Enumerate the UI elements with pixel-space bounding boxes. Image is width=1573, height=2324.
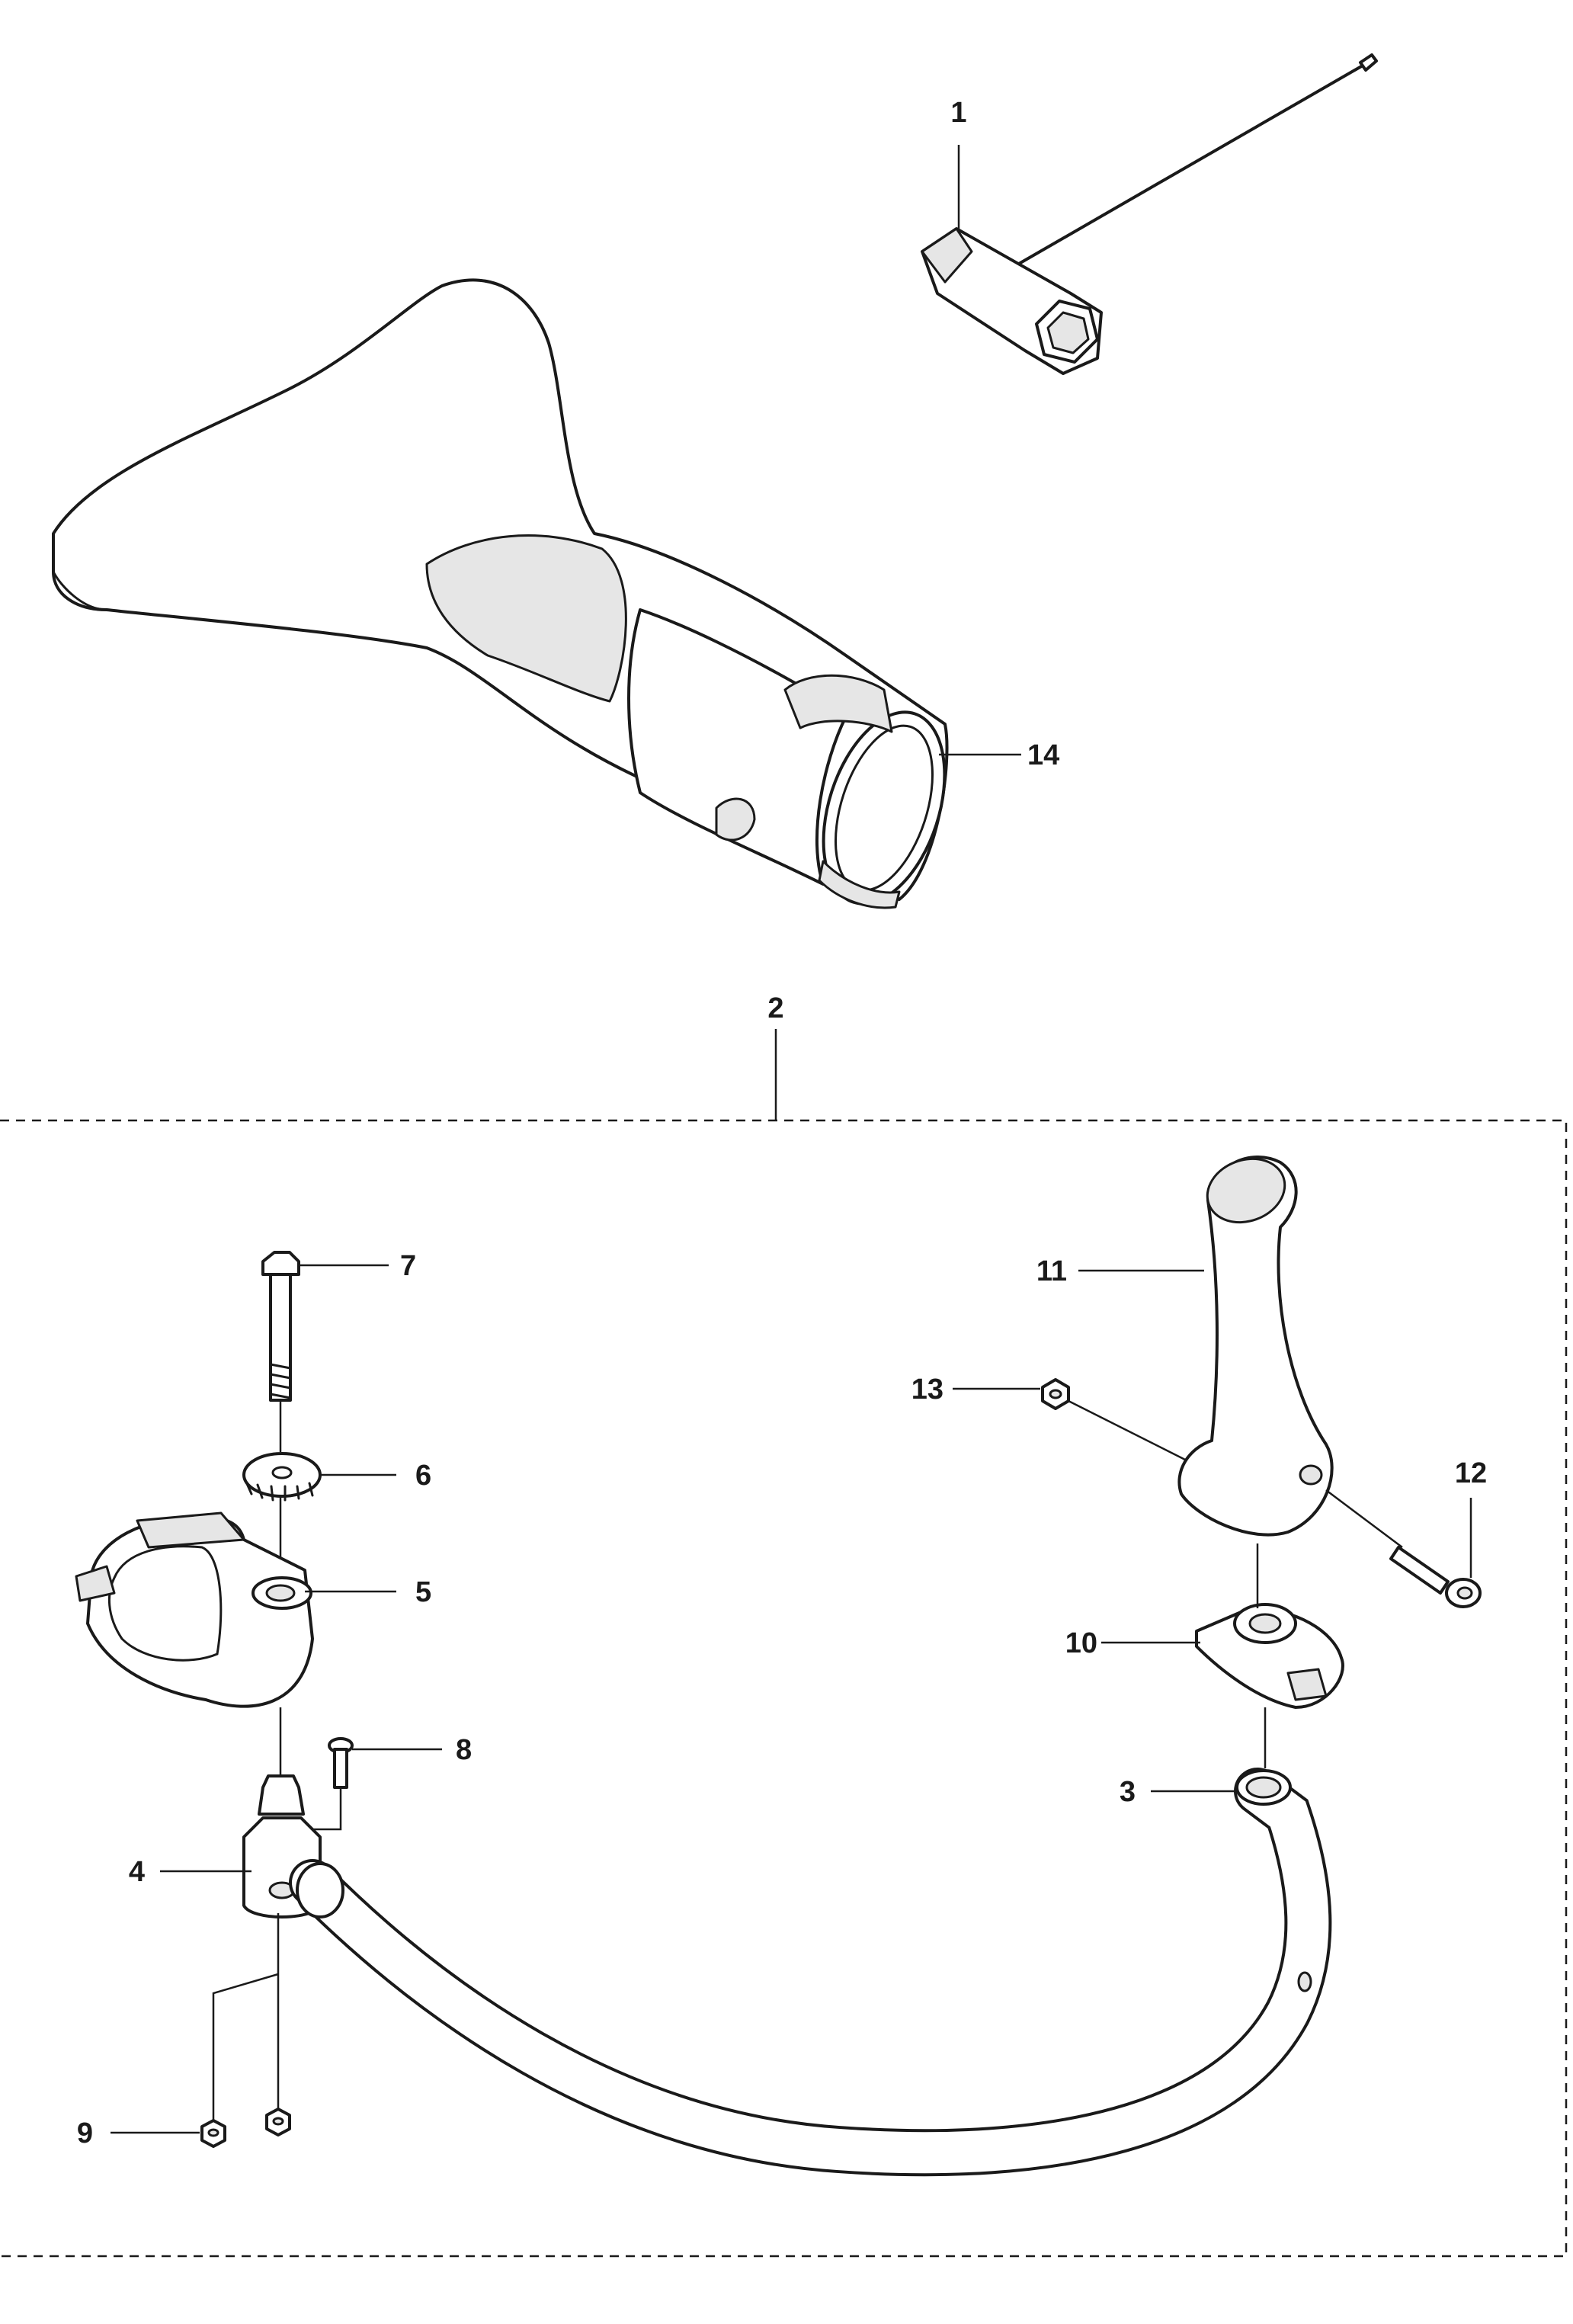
grip-screw-hole — [1299, 1464, 1323, 1486]
bolt-shank — [269, 1273, 292, 1402]
callout-3: 3 — [1120, 1776, 1136, 1808]
nuts — [200, 1973, 291, 2148]
callout-12: 12 — [1455, 1457, 1487, 1489]
callout-7: 7 — [400, 1250, 416, 1282]
callout-11: 11 — [1036, 1255, 1067, 1287]
nut-right-hole — [272, 2117, 284, 2126]
grip-nut — [1041, 1378, 1186, 1461]
bracket-serrated-post — [258, 1774, 305, 1816]
callout-1: 1 — [950, 97, 966, 129]
small-screw — [297, 1737, 354, 1831]
bolt-head — [261, 1251, 300, 1276]
tube-end-inner — [1245, 1776, 1282, 1799]
tube-fill — [292, 1771, 1329, 2174]
nut-left-axis-line — [212, 1973, 279, 2123]
callout-4: 4 — [129, 1856, 145, 1888]
washer-hole — [271, 1466, 293, 1479]
nozzle-clip-bottom — [818, 860, 901, 909]
loop-handle-tube — [289, 1707, 1332, 2177]
wrench-socket-end — [921, 227, 973, 284]
callout-13: 13 — [911, 1374, 943, 1406]
clamp-rib-left — [75, 1565, 116, 1602]
small-screw-shank — [333, 1748, 348, 1789]
handle-base-clamp — [1195, 1543, 1344, 1709]
bolt — [261, 1251, 300, 1452]
nozzle-clip-top — [783, 674, 893, 733]
tube-joint — [296, 1862, 344, 1919]
callout-5: 5 — [415, 1576, 431, 1608]
assembly-boundary — [0, 1119, 1568, 2258]
washer-serrations — [244, 1479, 314, 1502]
callout-2: 2 — [767, 992, 783, 1024]
grip-nut-axis-line — [1068, 1399, 1186, 1461]
cap-screw — [1325, 1489, 1482, 1608]
nozzle-grip-recess — [425, 534, 627, 703]
cap-screw-socket — [1456, 1586, 1473, 1600]
tube-hole — [1297, 1971, 1312, 1992]
grip-nut-hole — [1049, 1389, 1062, 1399]
callout-9: 9 — [77, 2117, 93, 2149]
handle-grip — [1177, 1156, 1334, 1537]
t-wrench — [921, 53, 1378, 375]
callout-6: 6 — [415, 1460, 431, 1492]
callout-10: 10 — [1065, 1627, 1097, 1659]
wrench-shaft — [1012, 61, 1370, 268]
nozzle-attachment — [52, 278, 949, 909]
cap-screw-axis-line — [1325, 1489, 1403, 1548]
bolt-thread — [269, 1363, 292, 1399]
bracket — [242, 1774, 322, 2111]
clamp-plate-lug — [1286, 1668, 1328, 1701]
clamp-rib-top — [136, 1511, 245, 1549]
callout-14: 14 — [1027, 739, 1059, 771]
cap-screw-shank — [1389, 1546, 1450, 1595]
grip-body — [1177, 1156, 1334, 1537]
clamp-plate-hole — [1248, 1613, 1282, 1634]
wrench-hex-inner — [1046, 311, 1090, 354]
nut-left-hole — [207, 2128, 219, 2137]
grip-cap — [1206, 1157, 1286, 1224]
clamp — [75, 1511, 314, 1799]
wrench-tip — [1359, 53, 1378, 72]
callout-8: 8 — [456, 1734, 472, 1766]
clamp-ring-opening — [107, 1545, 223, 1662]
clamp-boss-hole — [265, 1584, 296, 1602]
wrench-shaft-highlight — [1014, 57, 1367, 263]
nozzle-edge — [52, 570, 108, 611]
nozzle-lock-button — [715, 797, 756, 841]
